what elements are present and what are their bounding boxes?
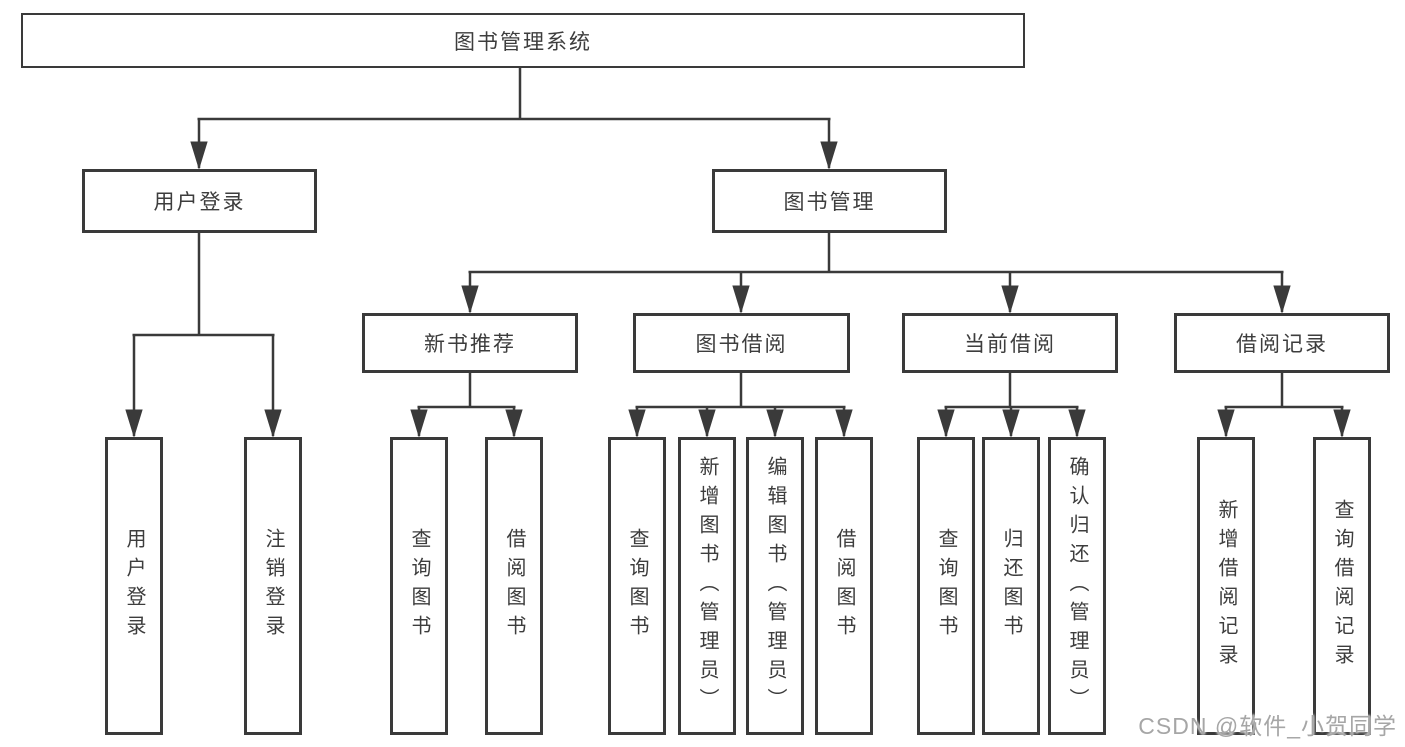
- node-user-login: 用户登录: [82, 169, 317, 233]
- node-label: 图书借阅: [695, 333, 788, 356]
- node-current-borrowing: 当前借阅: [902, 313, 1118, 373]
- node-new-book-recommendation: 新书推荐: [362, 313, 578, 373]
- node-root-system: 图书管理系统: [21, 13, 1025, 68]
- leaf-borrow-add-books-admin: 新增图书（管理员）: [678, 437, 736, 735]
- node-label: 注销登录: [262, 528, 284, 644]
- node-label: 新增图书（管理员）: [696, 455, 718, 717]
- node-label: 用户登录: [123, 528, 145, 644]
- node-label: 图书管理系统: [454, 30, 592, 54]
- leaf-newbook-query-books: 查询图书: [390, 437, 448, 735]
- node-label: 新增借阅记录: [1215, 499, 1237, 673]
- leaf-borrow-borrow-books: 借阅图书: [815, 437, 873, 735]
- leaf-user-login: 用户登录: [105, 437, 163, 735]
- node-label: 查询图书: [935, 528, 957, 644]
- node-label: 图书管理: [783, 191, 876, 214]
- node-label: 借阅图书: [833, 528, 855, 644]
- leaf-logout: 注销登录: [244, 437, 302, 735]
- leaf-records-query-record: 查询借阅记录: [1313, 437, 1371, 735]
- node-label: 用户登录: [153, 191, 246, 214]
- node-label: 归还图书: [1000, 528, 1022, 644]
- node-label: 借阅图书: [503, 528, 525, 644]
- node-label: 新书推荐: [424, 333, 516, 356]
- node-label: 编辑图书（管理员）: [764, 455, 786, 717]
- node-borrowing-records: 借阅记录: [1174, 313, 1390, 373]
- node-label: 借阅记录: [1236, 333, 1328, 356]
- node-label: 确认归还（管理员）: [1066, 455, 1088, 717]
- leaf-newbook-borrow-books: 借阅图书: [485, 437, 543, 735]
- node-book-management: 图书管理: [712, 169, 947, 233]
- csdn-watermark: CSDN @软件_小贺同学: [1138, 713, 1397, 739]
- node-label: 查询借阅记录: [1331, 499, 1353, 673]
- leaf-borrow-query-books: 查询图书: [608, 437, 666, 735]
- leaf-current-confirm-return-admin: 确认归还（管理员）: [1048, 437, 1106, 735]
- node-label: 当前借阅: [964, 333, 1056, 356]
- node-label: 查询图书: [408, 528, 430, 644]
- leaf-borrow-edit-books-admin: 编辑图书（管理员）: [746, 437, 804, 735]
- leaf-records-add-record: 新增借阅记录: [1197, 437, 1255, 735]
- node-label: 查询图书: [626, 528, 648, 644]
- node-book-borrowing: 图书借阅: [633, 313, 850, 373]
- leaf-current-query-books: 查询图书: [917, 437, 975, 735]
- leaf-current-return-books: 归还图书: [982, 437, 1040, 735]
